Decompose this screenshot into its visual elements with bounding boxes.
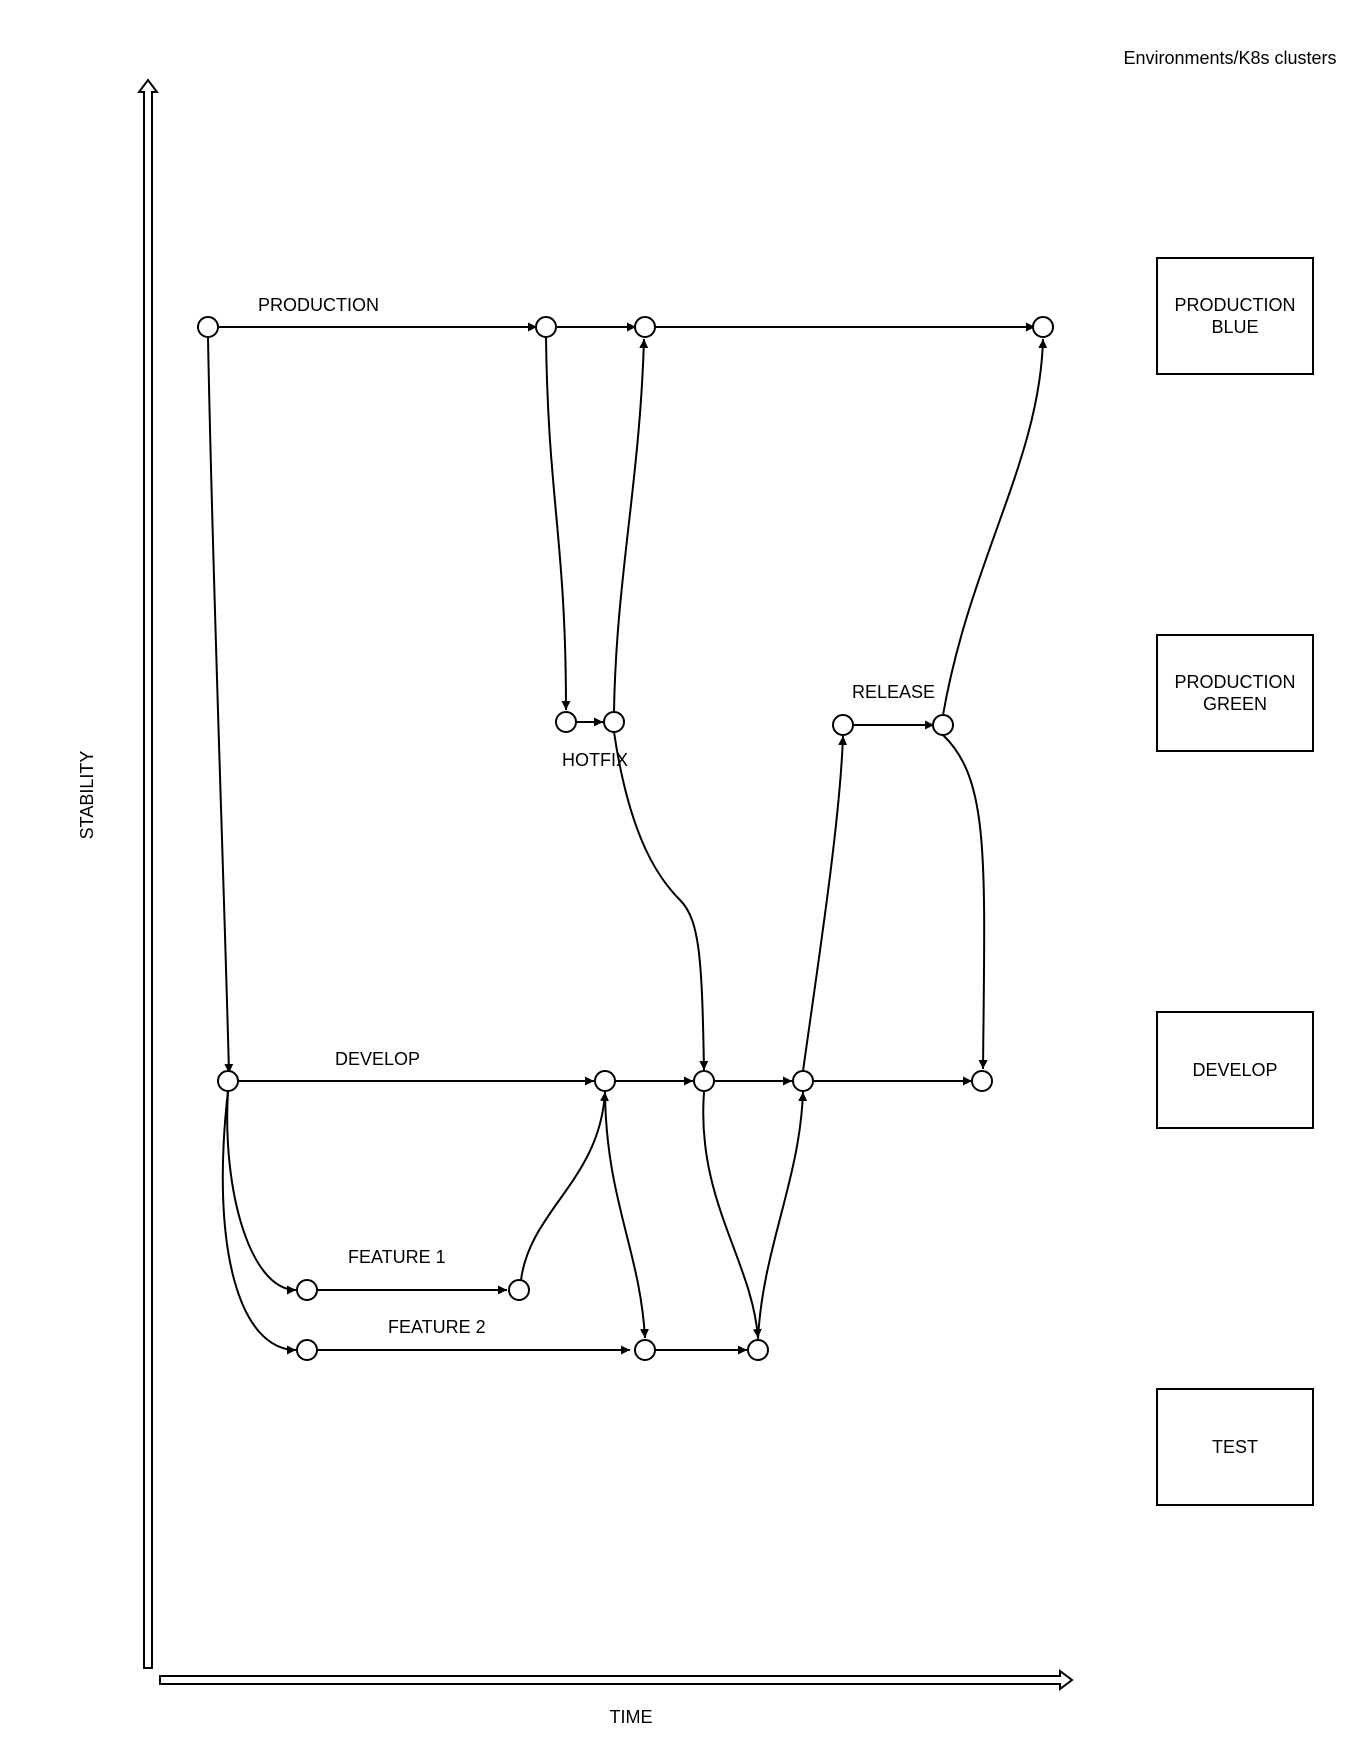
commit-edges xyxy=(207,322,1048,1355)
edge-production-to-develop xyxy=(207,336,234,1074)
commit-develop-3 xyxy=(693,1070,715,1092)
env-box-label-line1: TEST xyxy=(1211,1437,1258,1457)
commit-feature1-2 xyxy=(508,1279,530,1301)
commit-production-4 xyxy=(1032,316,1054,338)
time-axis-arrow xyxy=(159,1669,1074,1691)
commit-develop-5 xyxy=(971,1070,993,1092)
commit-develop-2 xyxy=(594,1070,616,1092)
edge-develop-to-release xyxy=(802,735,848,1072)
env-box-label-line1: DEVELOP xyxy=(1192,1060,1278,1080)
commit-feature2-2 xyxy=(634,1339,656,1361)
stability-axis-arrow xyxy=(137,78,159,1669)
environments-title: Environments/K8s clusters xyxy=(1123,48,1337,68)
env-box-test: TEST xyxy=(1156,1388,1314,1506)
commit-feature1-1 xyxy=(296,1279,318,1301)
env-box-label-line2: GREEN xyxy=(1202,694,1267,714)
edge-release-to-develop xyxy=(942,734,988,1070)
env-box-production-green: PRODUCTION GREEN xyxy=(1156,634,1314,752)
edge-develop-to-feature2 xyxy=(221,1090,297,1355)
branch-label-release: RELEASE xyxy=(852,682,935,702)
edge-hotfix-to-develop xyxy=(613,731,709,1071)
edge-develop-to-feature1 xyxy=(226,1090,297,1295)
stability-axis-label: STABILITY xyxy=(77,751,97,840)
time-axis-label: TIME xyxy=(610,1707,653,1727)
env-box-label-line1: PRODUCTION xyxy=(1174,295,1296,315)
commit-nodes xyxy=(197,316,1054,1361)
edge-develop-to-feature2-merge xyxy=(604,1091,649,1339)
env-box-label-line1: PRODUCTION xyxy=(1174,672,1296,692)
commit-develop-1 xyxy=(217,1070,239,1092)
branch-label-develop: DEVELOP xyxy=(335,1049,420,1069)
commit-release-1 xyxy=(832,714,854,736)
branch-label-hotfix: HOTFIX xyxy=(562,750,628,770)
branch-label-feature2: FEATURE 2 xyxy=(388,1317,486,1337)
edge-production-to-hotfix xyxy=(545,336,571,711)
commit-production-2 xyxy=(535,316,557,338)
commit-release-2 xyxy=(932,714,954,736)
env-box-production-blue: PRODUCTION BLUE xyxy=(1156,257,1314,375)
branch-label-feature1: FEATURE 1 xyxy=(348,1247,446,1267)
edge-release-to-production xyxy=(942,338,1048,716)
env-box-develop: DEVELOP xyxy=(1156,1011,1314,1129)
branch-label-production: PRODUCTION xyxy=(258,295,379,315)
commit-production-3 xyxy=(634,316,656,338)
env-box-label-line2: BLUE xyxy=(1211,317,1259,337)
commit-production-1 xyxy=(197,316,219,338)
commit-feature2-3 xyxy=(747,1339,769,1361)
edge-develop-to-feature2-end xyxy=(702,1091,762,1339)
commit-develop-4 xyxy=(792,1070,814,1092)
edge-feature1-to-develop xyxy=(520,1091,609,1281)
commit-hotfix-2 xyxy=(603,711,625,733)
commit-hotfix-1 xyxy=(555,711,577,733)
edge-feature2-to-develop xyxy=(757,1091,808,1341)
edge-hotfix-to-production xyxy=(613,338,649,713)
commit-feature2-1 xyxy=(296,1339,318,1361)
